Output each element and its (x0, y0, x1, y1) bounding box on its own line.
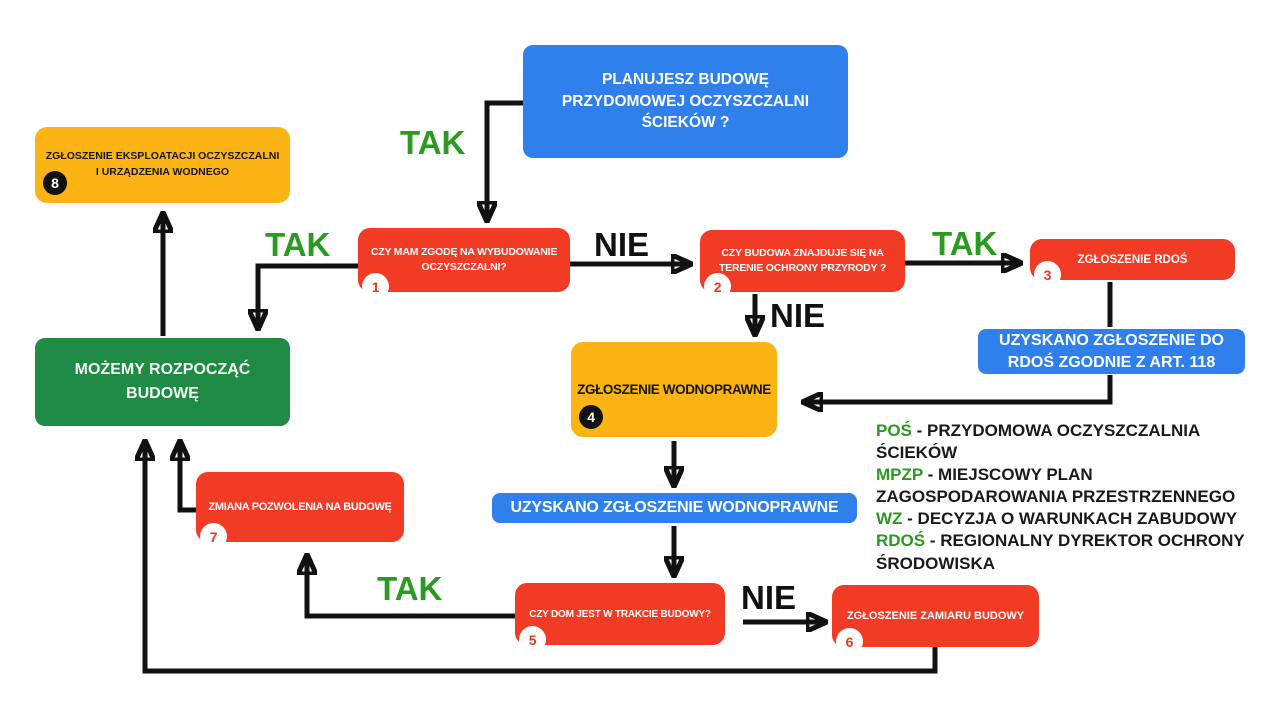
node-zgloszenie-eksploatacji: ZGŁOSZENIE EKSPLOATACJI OCZYSZCZALNI I U… (35, 127, 290, 203)
arrow-start-to-q1 (487, 100, 523, 218)
legend-item-wz: WZ - DECYZJA O WARUNKACH ZABUDOWY (876, 508, 1266, 530)
node-label: UZYSKANO ZGŁOSZENIE WODNOPRAWNE (510, 499, 839, 516)
legend-abbr: RDOŚ (876, 531, 926, 551)
edge-label-nie-bottom: NIE (741, 579, 797, 616)
legend: POŚ - PRZYDOMOWA OCZYSZCZALNIA ŚCIEKÓW M… (876, 420, 1266, 575)
step-number-badge: 1 (362, 273, 389, 300)
edge-label-tak-bottom: TAK (377, 570, 443, 607)
legend-sep: - (922, 465, 939, 485)
step-number-badge: 5 (519, 626, 546, 653)
node-label: ZGŁOSZENIE WODNOPRAWNE (577, 382, 771, 397)
node-label: ZGŁOSZENIE RDOŚ (1077, 253, 1188, 266)
edge-label-nie-mid: NIE (594, 226, 650, 263)
legend-desc: REGIONALNY DYREKTOR OCHRONY ŚRODOWISKA (876, 531, 1245, 573)
legend-sep: - (925, 531, 941, 551)
node-uzyskano-zgloszenie-rdos: UZYSKANO ZGŁOSZENIE DO RDOŚ ZGODNIE Z AR… (978, 329, 1245, 374)
node-zgloszenie-zamiaru-budowy: ZGŁOSZENIE ZAMIARU BUDOWY 6 (832, 585, 1039, 655)
legend-desc: PRZYDOMOWA OCZYSZCZALNIA ŚCIEKÓW (876, 421, 1200, 463)
node-zgloszenie-wodnoprawne: ZGŁOSZENIE WODNOPRAWNE 4 (571, 342, 777, 437)
legend-abbr: POŚ (876, 421, 912, 440)
legend-desc: MIEJSCOWY PLAN ZAGOSPODAROWANIA PRZESTRZ… (876, 465, 1236, 507)
node-start-question: PLANUJESZ BUDOWĘ PRZYDOMOWEJ OCZYSZCZALN… (523, 45, 848, 158)
step-number-badge: 8 (43, 171, 67, 195)
legend-abbr: MPZP (876, 465, 923, 485)
step-number-badge: 2 (704, 273, 731, 300)
edge-label-tak-left: TAK (265, 226, 331, 263)
node-label: CZY DOM JEST W TRAKCIE BUDOWY? (529, 608, 711, 620)
node-label: ZGŁOSZENIE ZAMIARU BUDOWY (846, 610, 1025, 622)
edge-label-nie-down: NIE (770, 297, 826, 334)
node-label: UZYSKANO ZGŁOSZENIE DO RDOŚ ZGODNIE Z AR… (999, 331, 1224, 371)
node-czy-mam-zgode: CZY MAM ZGODĘ NA WYBUDOWANIE OCZYSZCZALN… (358, 228, 570, 300)
node-zmiana-pozwolenia: ZMIANA POZWOLENIA NA BUDOWĘ 7 (196, 472, 404, 550)
node-label: ZGŁOSZENIE EKSPLOATACJI OCZYSZCZALNI I U… (45, 150, 280, 178)
node-label: CZY BUDOWA ZNAJDUJE SIĘ NA TERENIE OCHRO… (718, 246, 887, 274)
legend-item-rdos: RDOŚ - REGIONALNY DYREKTOR OCHRONY ŚRODO… (876, 530, 1266, 574)
edge-label-tak-top: TAK (400, 124, 466, 161)
step-number-badge: 3 (1034, 261, 1061, 288)
node-label: MOŻEMY ROZPOCZĄĆ BUDOWĘ (74, 361, 251, 402)
node-uzyskano-zgloszenie-wodnoprawne: UZYSKANO ZGŁOSZENIE WODNOPRAWNE (492, 493, 857, 523)
node-mozemy-rozpoczac-budowe: MOŻEMY ROZPOCZĄĆ BUDOWĘ (35, 338, 290, 426)
edge-label-tak-right: TAK (932, 225, 998, 262)
legend-item-mpzp: MPZP - MIEJSCOWY PLAN ZAGOSPODAROWANIA P… (876, 464, 1266, 508)
node-zgloszenie-rdos: ZGŁOSZENIE RDOŚ 3 (1030, 239, 1235, 288)
legend-item-pos: POŚ - PRZYDOMOWA OCZYSZCZALNIA ŚCIEKÓW (876, 420, 1266, 464)
node-label: CZY MAM ZGODĘ NA WYBUDOWANIE OCZYSZCZALN… (370, 245, 558, 273)
node-czy-budowa-ochrona-przyrody: CZY BUDOWA ZNAJDUJE SIĘ NA TERENIE OCHRO… (700, 230, 905, 300)
legend-desc: DECYZJA O WARUNKACH ZABUDOWY (917, 509, 1238, 529)
legend-abbr: WZ (876, 509, 903, 529)
legend-sep: - (902, 509, 918, 529)
node-label: PLANUJESZ BUDOWĘ PRZYDOMOWEJ OCZYSZCZALN… (561, 70, 810, 132)
step-number-badge: 7 (200, 523, 227, 550)
arrow-n7-to-green (180, 444, 196, 513)
legend-sep: - (911, 421, 928, 440)
arrow-art118-to-n4 (806, 375, 1113, 402)
node-label: ZMIANA POZWOLENIA NA BUDOWĘ (208, 501, 392, 513)
arrow-q1-to-green (258, 263, 358, 326)
node-czy-dom-w-budowie: CZY DOM JEST W TRAKCIE BUDOWY? 5 (515, 583, 725, 653)
step-number-badge: 4 (579, 405, 603, 429)
step-number-badge: 6 (836, 628, 863, 655)
